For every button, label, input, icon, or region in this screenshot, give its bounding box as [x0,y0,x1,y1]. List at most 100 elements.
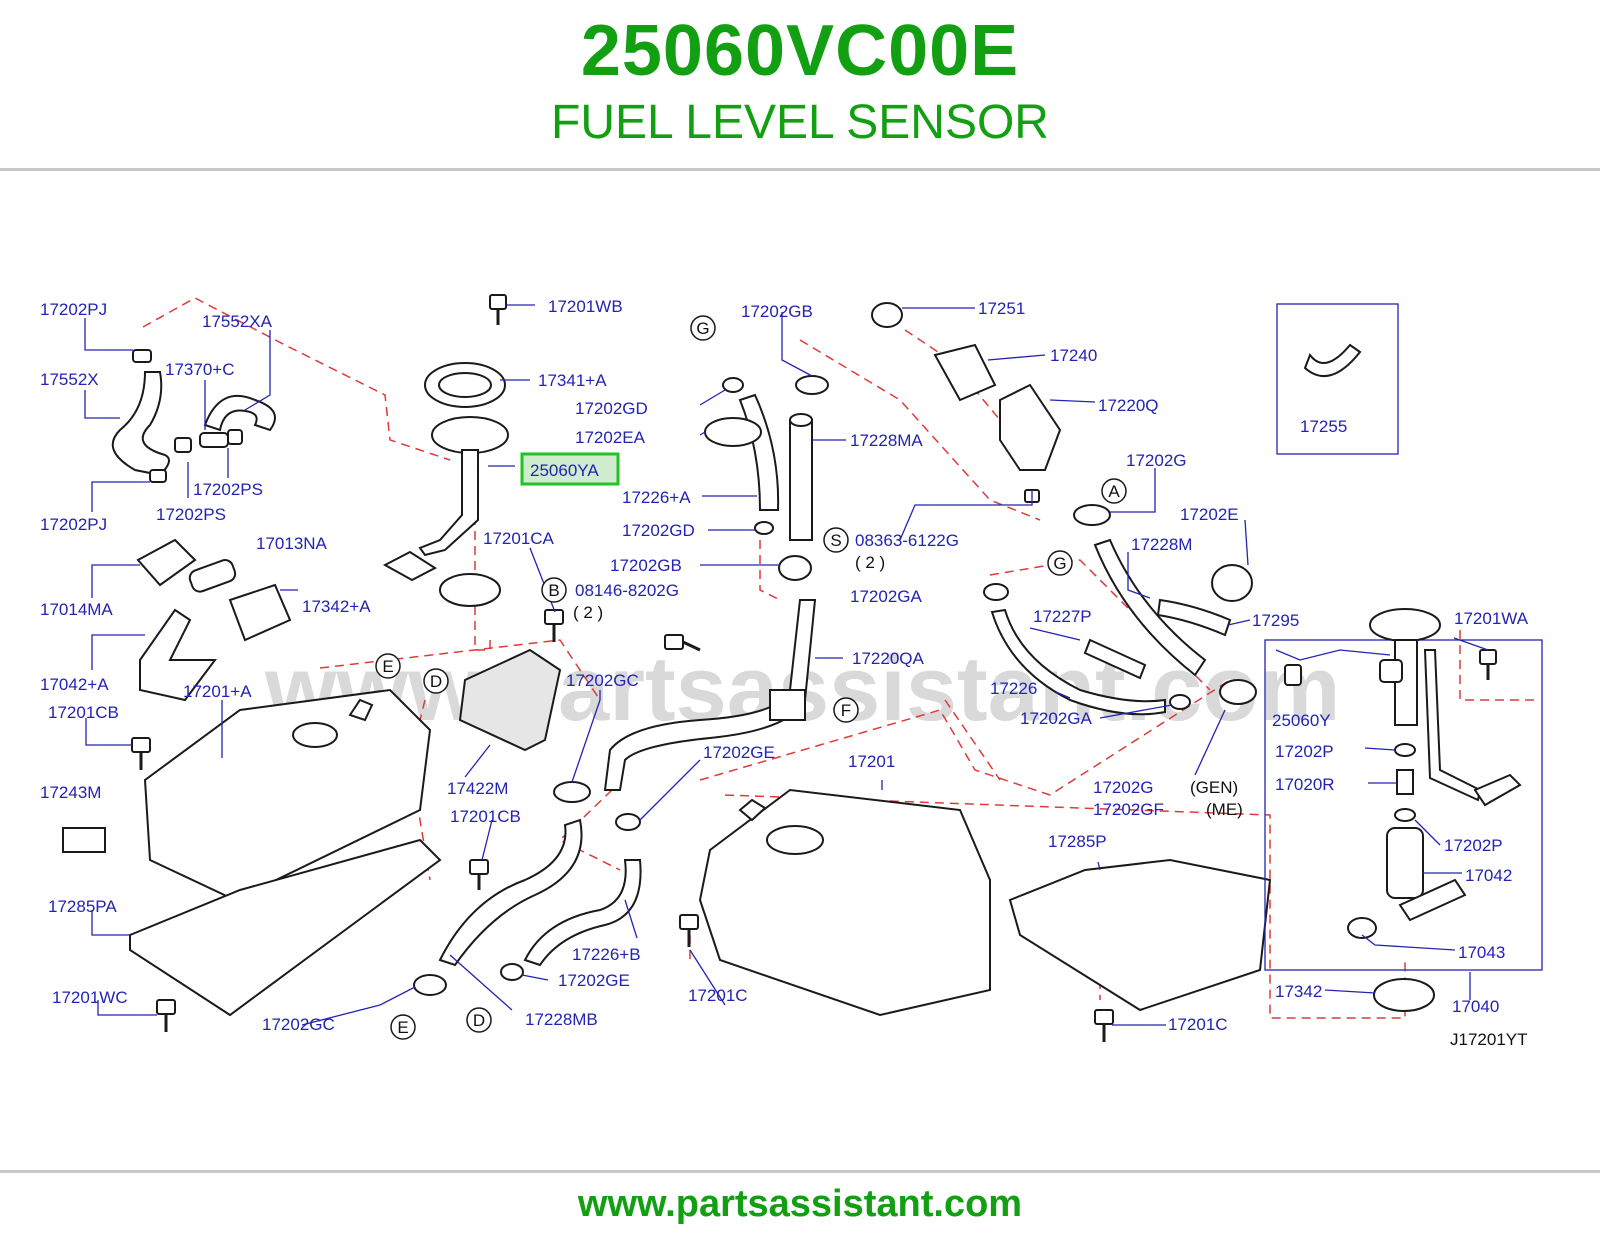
label-17295[interactable]: 17295 [1252,611,1299,630]
label-17201wb[interactable]: 17201WB [548,297,623,316]
label-gen: (GEN) [1190,778,1238,797]
hose-17552xa [203,395,276,432]
bolt-17201cb-left [131,737,151,753]
bracket-17042a [139,608,217,702]
label-17202p-a[interactable]: 17202P [1275,742,1334,761]
svg-text:E: E [382,657,393,676]
label-17201c-a[interactable]: 17201C [688,986,748,1005]
label-17202gc-b[interactable]: 17202GC [566,671,639,690]
svg-text:A: A [1108,482,1120,501]
label-17251[interactable]: 17251 [978,299,1025,318]
pump-module-group [1264,303,1543,1012]
clamp-17202pj-top [132,349,152,363]
hose-17226b [523,859,642,967]
label-17202ge-b[interactable]: 17202GE [558,971,630,990]
label-17228ma[interactable]: 17228MA [850,431,923,450]
label-17201-tank[interactable]: 17201 [848,752,895,771]
label-17552x[interactable]: 17552X [40,370,99,389]
label-17042a[interactable]: 17042+A [40,675,109,694]
label-17226[interactable]: 17226 [990,679,1037,698]
label-17285p[interactable]: 17285P [1048,832,1107,851]
label-17220qa[interactable]: 17220QA [852,649,924,668]
hose-17552x [111,371,170,477]
svg-text:F: F [841,701,851,720]
label-17202ps-b[interactable]: 17202PS [156,505,226,524]
label-17202gf[interactable]: 17202GF [1093,800,1164,819]
label-25060ya[interactable]: 25060YA [530,461,599,480]
bolt-17201wb [489,294,507,310]
part-name-subtitle: FUEL LEVEL SENSOR [551,96,1049,149]
label-17342a[interactable]: 17342+A [302,597,371,616]
label-17243m[interactable]: 17243M [40,783,101,802]
label-17202e[interactable]: 17202E [1180,505,1239,524]
clamp-17202gc [553,781,591,803]
label-17202pj-a[interactable]: 17202PJ [40,300,107,319]
label-08363-qty: ( 2 ) [855,553,885,572]
label-17202gb-a[interactable]: 17202GB [741,302,813,321]
label-17014ma[interactable]: 17014MA [40,600,113,619]
label-17202ps-a[interactable]: 17202PS [193,480,263,499]
label-17228m[interactable]: 17228M [1131,535,1192,554]
label-17370c[interactable]: 17370+C [165,360,234,379]
header-divider [0,168,1600,171]
highlight-box-25060ya[interactable] [520,452,620,486]
strainer-17014ma [136,538,197,587]
label-17201cb-b[interactable]: 17201CB [450,807,521,826]
label-17552xa[interactable]: 17552XA [202,312,273,331]
label-17341a[interactable]: 17341+A [538,371,607,390]
label-17342[interactable]: 17342 [1275,982,1322,1001]
filter-17043 [1398,878,1467,922]
label-17202gb-b[interactable]: 17202GB [610,556,682,575]
label-17202gd-b[interactable]: 17202GD [622,521,695,540]
label-17202gc-a[interactable]: 17202GC [262,1015,335,1034]
label-17201c-b[interactable]: 17201C [1168,1015,1228,1034]
pump-17042 [1386,827,1424,899]
label-17240[interactable]: 17240 [1050,346,1097,365]
label-17040[interactable]: 17040 [1452,997,1499,1016]
svg-text:E: E [397,1018,408,1037]
label-17422m[interactable]: 17422M [447,779,508,798]
page-header: 25060VC00E FUEL LEVEL SENSOR [0,0,1600,170]
label-17201wc[interactable]: 17201WC [52,988,128,1007]
label-17202g-b[interactable]: 17202G [1093,778,1154,797]
sender-float-25060ya [382,550,437,582]
label-17201a[interactable]: 17201+A [183,682,252,701]
leader-lines [84,304,1489,1026]
label-17220q[interactable]: 17220Q [1098,396,1159,415]
label-me: (ME) [1206,800,1243,819]
label-17202ga-a[interactable]: 17202GA [850,587,922,606]
label-08363[interactable]: 08363-6122G [855,531,959,550]
callout-e-bottom [390,1014,416,1040]
seal-17240 [933,343,997,402]
callout-a [1101,478,1127,504]
label-08146[interactable]: 08146-8202G [575,581,679,600]
label-17228mb[interactable]: 17228MB [525,1010,598,1029]
label-17043[interactable]: 17043 [1458,943,1505,962]
label-17202gd-a[interactable]: 17202GD [575,399,648,418]
label-17255[interactable]: 17255 [1300,417,1347,436]
label-17202ga-b[interactable]: 17202GA [1020,709,1092,728]
label-17227p[interactable]: 17227P [1033,607,1092,626]
label-25060y[interactable]: 25060Y [1272,711,1331,730]
label-17285pa[interactable]: 17285PA [48,897,117,916]
sender-plate-25060ya [431,416,509,454]
clamp-17202gd-a [722,377,744,393]
center-hoses-group [413,375,829,996]
label-17226a[interactable]: 17226+A [622,488,691,507]
label-17201wa[interactable]: 17201WA [1454,609,1529,628]
label-17202pj-b[interactable]: 17202PJ [40,515,107,534]
label-17020r[interactable]: 17020R [1275,775,1335,794]
label-17202ge-a[interactable]: 17202GE [703,743,775,762]
label-17226b[interactable]: 17226+B [572,945,641,964]
clamp-17202p-a [1394,743,1416,757]
label-17042[interactable]: 17042 [1465,866,1512,885]
footer-url-link[interactable]: www.partsassistant.com [577,1183,1023,1225]
label-17202g-a[interactable]: 17202G [1126,451,1187,470]
label-17201ca[interactable]: 17201CA [483,529,555,548]
label-17202ea[interactable]: 17202EA [575,428,646,447]
label-17201cb-a[interactable]: 17201CB [48,703,119,722]
clamp-17202ga-a [983,583,1009,601]
label-17013na[interactable]: 17013NA [256,534,328,553]
pump-17042a [188,559,237,593]
label-17202p-b[interactable]: 17202P [1444,836,1503,855]
